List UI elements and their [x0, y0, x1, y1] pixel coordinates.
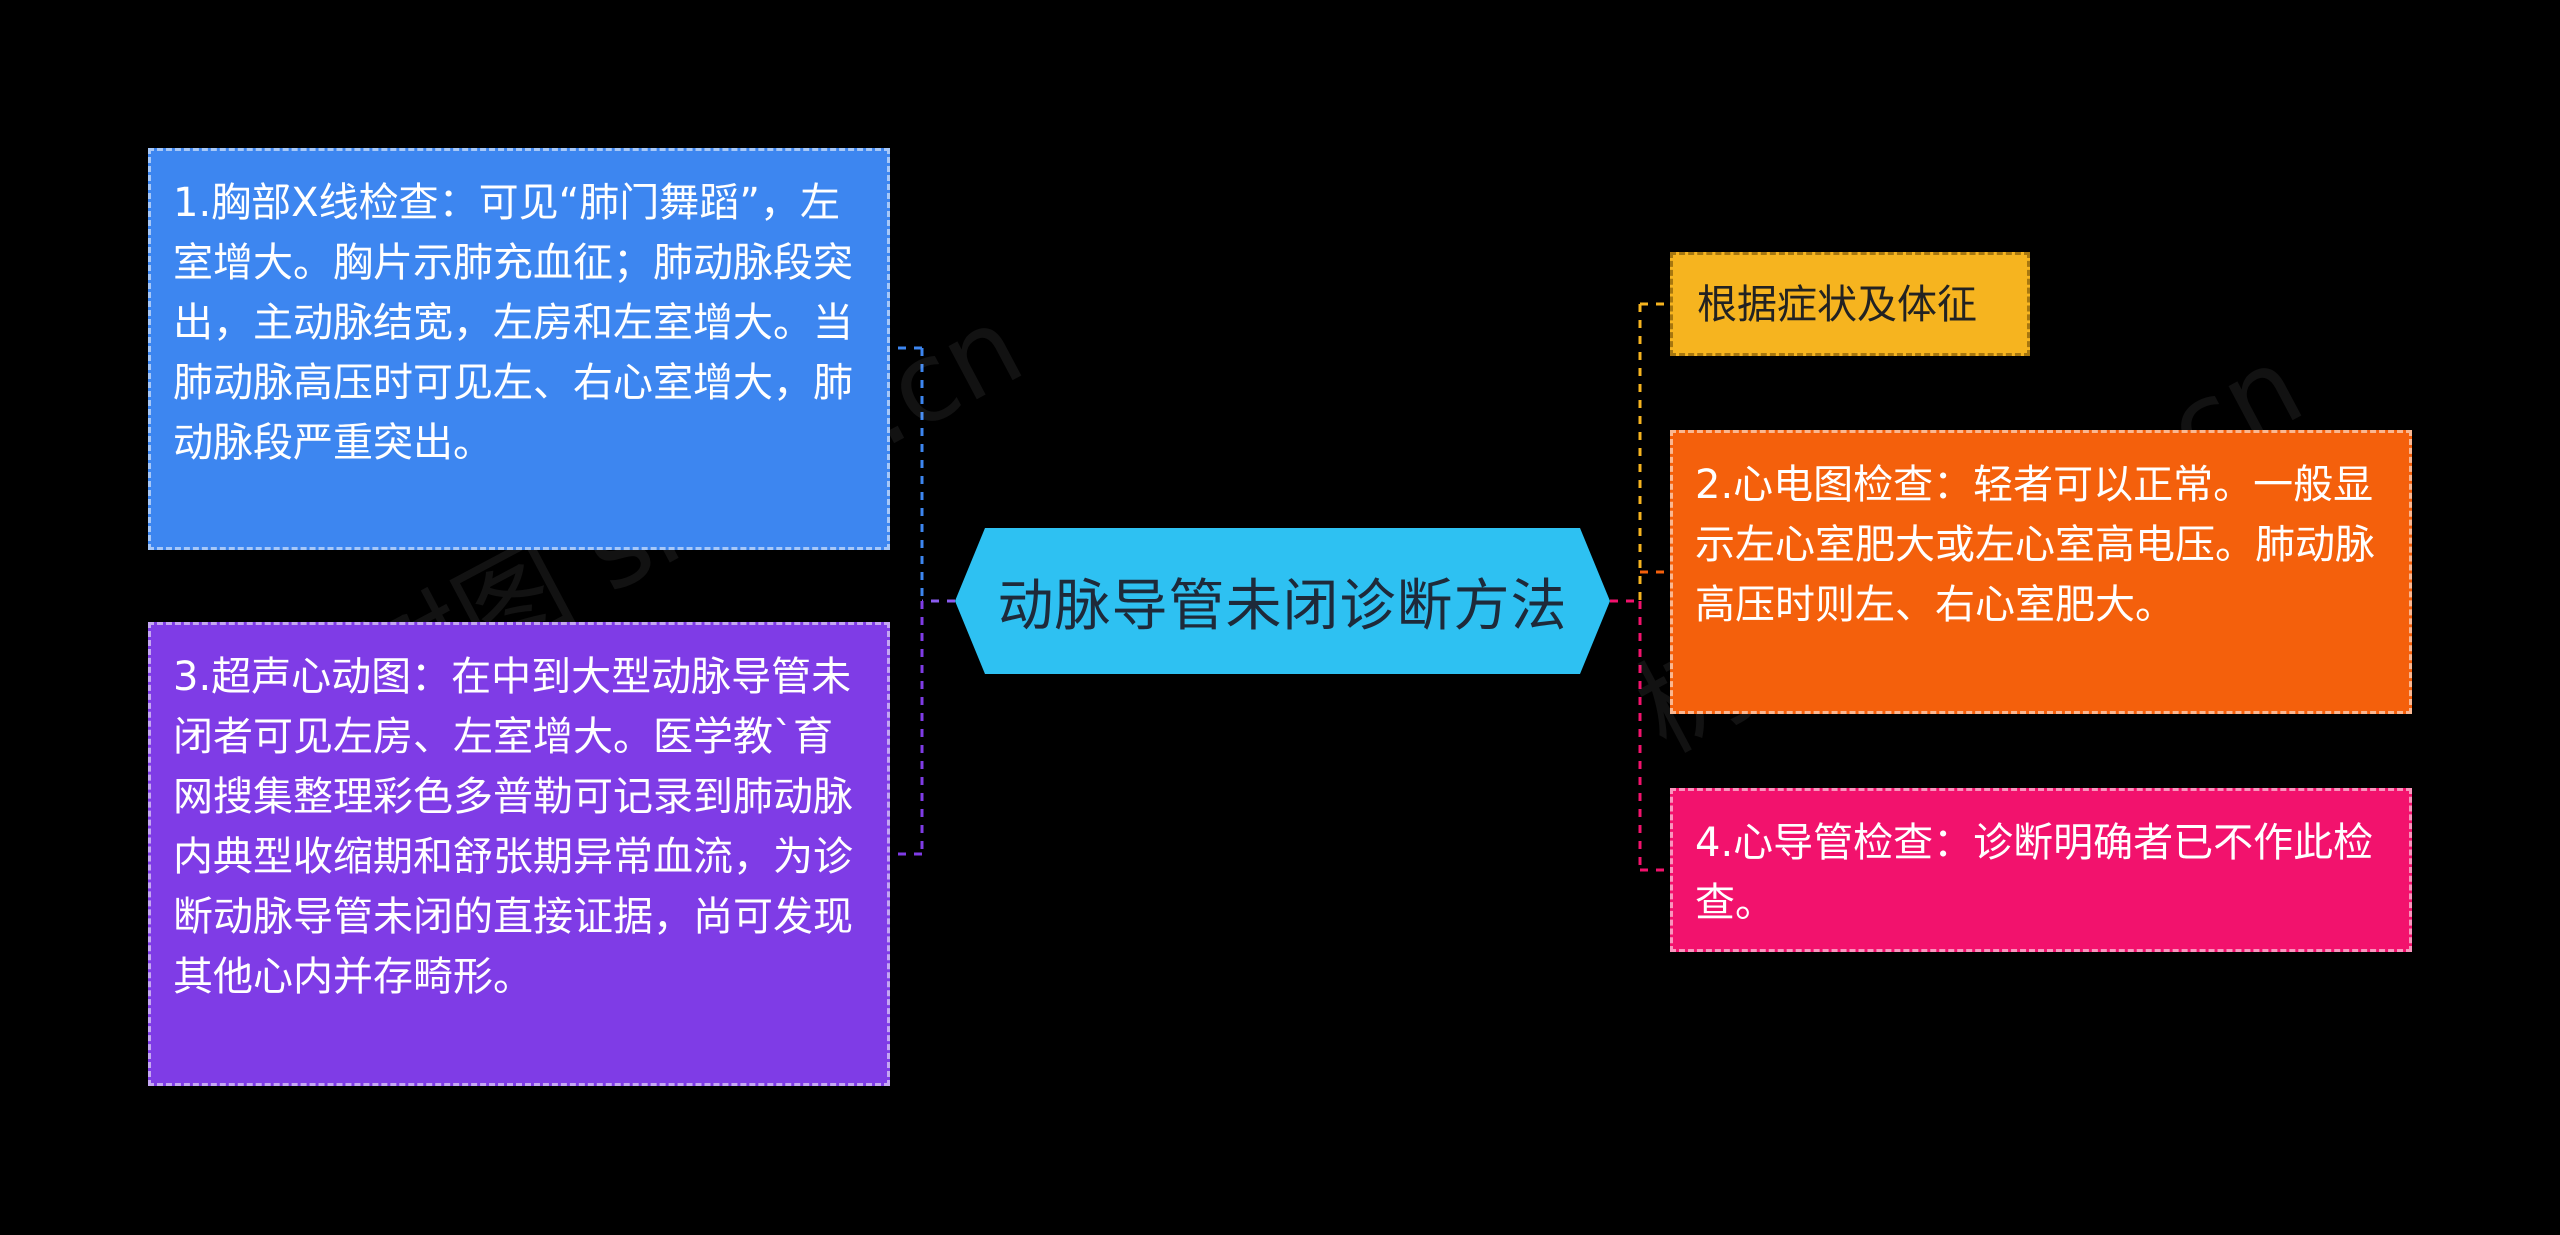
central-topic[interactable]: 动脉导管未闭诊断方法	[955, 528, 1610, 674]
node-chest-xray-text: 1.胸部X线检查：可见“肺门舞蹈”，左室增大。胸片示肺充血征；肺动脉段突出，主动…	[173, 180, 853, 466]
node-echocardiogram[interactable]: 3.超声心动图：在中到大型动脉导管未闭者可见左房、左室增大。医学教`育网搜集整理…	[148, 622, 890, 1086]
node-echocardiogram-text: 3.超声心动图：在中到大型动脉导管未闭者可见左房、左室增大。医学教`育网搜集整理…	[173, 654, 853, 1000]
node-catheterization[interactable]: 4.心导管检查：诊断明确者已不作此检查。	[1670, 788, 2412, 952]
central-topic-title: 动脉导管未闭诊断方法	[997, 573, 1568, 639]
central-topic-shape	[955, 528, 1610, 674]
node-symptoms[interactable]: 根据症状及体征	[1670, 252, 2030, 356]
node-catheterization-text: 4.心导管检查：诊断明确者已不作此检查。	[1695, 820, 2374, 926]
node-ecg[interactable]: 2.心电图检查：轻者可以正常。一般显示左心室肥大或左心室高电压。肺动脉高压时则左…	[1670, 430, 2412, 714]
node-chest-xray[interactable]: 1.胸部X线检查：可见“肺门舞蹈”，左室增大。胸片示肺充血征；肺动脉段突出，主动…	[148, 148, 890, 550]
node-symptoms-text: 根据症状及体征	[1697, 282, 1977, 328]
node-ecg-text: 2.心电图检查：轻者可以正常。一般显示左心室肥大或左心室高电压。肺动脉高压时则左…	[1695, 462, 2375, 628]
